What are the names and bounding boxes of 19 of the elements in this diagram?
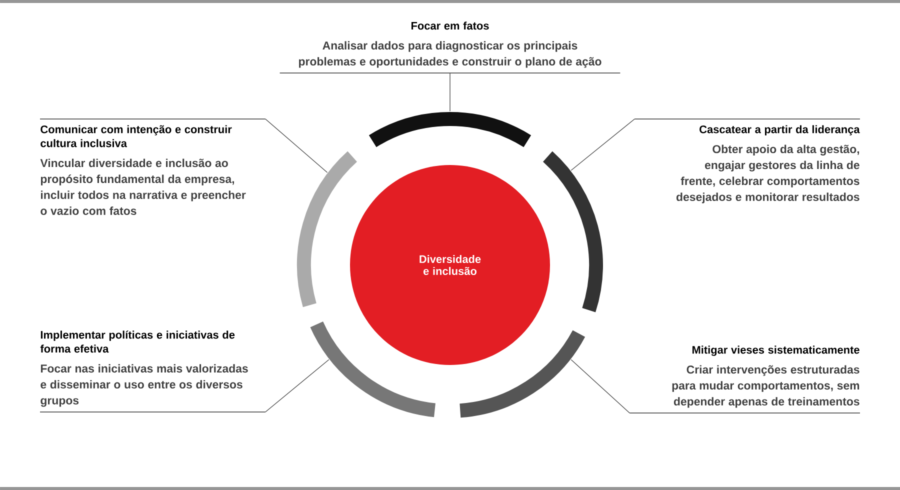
- leader-line: [265, 118, 328, 173]
- ring-segment: [310, 321, 436, 418]
- leader-line: [570, 359, 630, 414]
- step-description: Obter apoio da alta gestão, engajar gestores da linha de frente, celebrar comportamentos desejados e monitorar resultados: [676, 144, 860, 204]
- ring-segment: [542, 152, 603, 312]
- step-description: Focar nas iniciativas mais valorizadas e disseminar o uso entre os diversos grupos: [40, 364, 248, 407]
- step-description: Vincular diversidade e inclusão ao propósito fundamental da empresa, incluir todos na narrativa e preencher o vazio com fatos: [40, 158, 246, 215]
- step-heading: Mitigar vieses sistematicamente: [692, 346, 860, 356]
- leader-line: [570, 118, 635, 171]
- step-heading: Focar em fatos: [411, 22, 489, 30]
- step-description: Analisar dados para diagnosticar os principais problemas e oportunidades e construir o plano de ação: [299, 41, 602, 68]
- ring-segment: [459, 330, 585, 418]
- step-heading: Implementar políticas e iniciativas de forma efetiva: [40, 330, 235, 353]
- step-heading: Comunicar com intenção e construir cultura inclusiva: [40, 125, 232, 148]
- step-description: Criar intervenções estruturadas para mudar comportamentos, sem depender apenas de treinamentos: [672, 365, 860, 408]
- step-heading: Cascatear a partir da liderança: [700, 125, 860, 136]
- ring-segment: [297, 152, 358, 307]
- ring-segment: [369, 112, 531, 148]
- leader-line: [265, 359, 330, 412]
